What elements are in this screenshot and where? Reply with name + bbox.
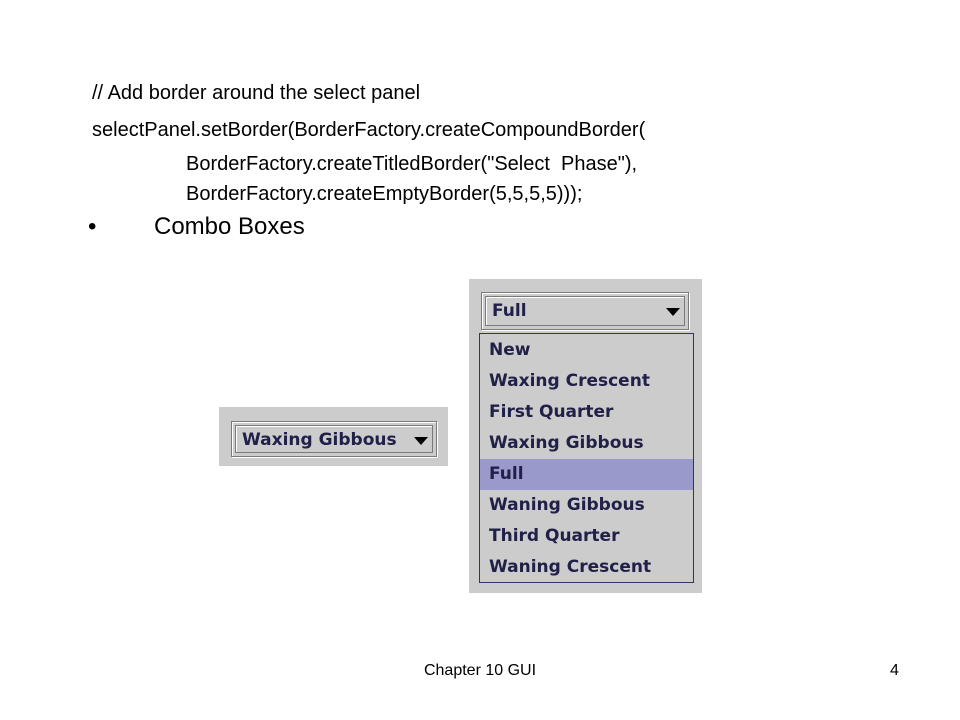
small-combo-panel: Waxing Gibbous: [219, 407, 448, 466]
triangle-down-icon[interactable]: [666, 308, 680, 316]
page-number: 4: [890, 662, 899, 679]
combo-selected-value: Full: [492, 301, 527, 321]
code-line-titled-border: BorderFactory.createTitledBorder("Select…: [186, 153, 638, 175]
code-line-empty-border: BorderFactory.createEmptyBorder(5,5,5,5)…: [186, 183, 583, 205]
dropdown-option-waning-gibbous[interactable]: Waning Gibbous: [489, 495, 645, 515]
bullet-text: Combo Boxes: [154, 213, 305, 240]
open-combo-panel: Full New Waxing Crescent First Quarter W…: [469, 279, 702, 593]
dropdown-option-full[interactable]: Full: [480, 459, 693, 490]
dropdown-option-waning-crescent[interactable]: Waning Crescent: [489, 557, 652, 577]
bullet-icon: •: [88, 213, 97, 240]
phase-combo-box-closed[interactable]: Waxing Gibbous: [231, 421, 437, 457]
triangle-down-icon[interactable]: [414, 437, 428, 445]
combo-selected-value: Waxing Gibbous: [242, 430, 397, 450]
code-line-set-border: selectPanel.setBorder(BorderFactory.crea…: [92, 119, 646, 141]
combo-dropdown-list: New Waxing Crescent First Quarter Waxing…: [479, 333, 694, 583]
dropdown-option-new[interactable]: New: [489, 340, 531, 360]
phase-combo-box-open[interactable]: Full: [481, 292, 689, 330]
dropdown-option-first-quarter[interactable]: First Quarter: [489, 402, 614, 422]
footer-title: Chapter 10 GUI: [423, 662, 537, 679]
dropdown-option-third-quarter[interactable]: Third Quarter: [489, 526, 620, 546]
code-comment-line: // Add border around the select panel: [92, 82, 421, 104]
dropdown-option-waxing-crescent[interactable]: Waxing Crescent: [489, 371, 650, 391]
dropdown-option-waxing-gibbous[interactable]: Waxing Gibbous: [489, 433, 644, 453]
